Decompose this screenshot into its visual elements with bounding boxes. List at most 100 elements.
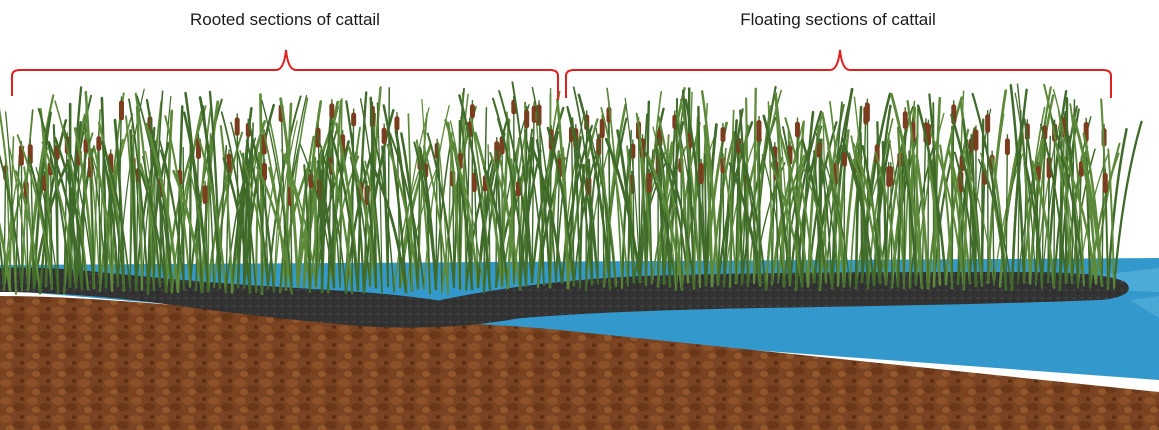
cattail-leaf (230, 121, 257, 293)
cattail-leaf (498, 90, 533, 284)
cattail-leaf (449, 141, 485, 294)
cattail-leaf (1050, 116, 1085, 287)
cattail-leaf (887, 132, 905, 289)
cattail-head (381, 127, 387, 145)
cattail-leaf (54, 100, 89, 291)
cattail-leaf (329, 129, 360, 292)
cattail-leaf (0, 107, 17, 295)
cattail-leaf (929, 131, 965, 291)
cattail-stalk (722, 153, 725, 287)
cattail-leaf (313, 156, 318, 288)
floating-section-bracket (565, 49, 1112, 98)
cattail-stalk (351, 108, 355, 294)
cattail-leaf (280, 149, 317, 288)
cattail-leaf (176, 110, 203, 293)
cattail-leaf (566, 107, 593, 286)
cattail-leaf (315, 130, 347, 294)
cattail-leaf (436, 143, 443, 294)
cattail-leaf (220, 111, 251, 294)
cattail-leaf (872, 104, 892, 287)
cattail-leaf (947, 148, 972, 285)
cattail-leaf (197, 137, 228, 294)
cattail-stalk (531, 101, 535, 283)
cattail-leaf (535, 139, 552, 289)
cattail-leaf (483, 166, 510, 290)
cattail-leaf (1062, 155, 1098, 285)
cattail-stalk (1023, 119, 1029, 283)
cattail-head (469, 104, 475, 119)
cattail-leaf (815, 132, 839, 287)
cattail-leaf (326, 151, 341, 289)
cattail-leaf (643, 149, 677, 291)
cattail-leaf (128, 98, 149, 295)
cattail-head (888, 166, 894, 186)
cattail-leaf (371, 165, 408, 294)
cattail-leaf (944, 128, 970, 286)
cattail-stalk (1059, 112, 1066, 290)
cattail-leaf (556, 98, 570, 290)
cattail-stalk (637, 117, 641, 283)
cattail-head (524, 109, 530, 129)
cattail-leaf (667, 162, 696, 290)
cattail-leaf (777, 127, 810, 288)
cattail-leaf (977, 158, 1013, 291)
cattail-leaf (657, 115, 684, 291)
cattail-leaf (531, 86, 557, 284)
cattail-stalk (866, 98, 869, 289)
cattail-stalk (903, 107, 906, 288)
cattail-leaf (474, 131, 504, 288)
cattail-leaf (413, 141, 437, 290)
cattail-leaf (874, 151, 899, 288)
cattail-leaf (824, 163, 851, 288)
cattail-leaf (1024, 161, 1044, 290)
cattail-leaf (489, 151, 522, 291)
cattail-leaf (279, 97, 300, 288)
cattail-leaf (736, 152, 744, 286)
cattail-leaf (134, 92, 156, 291)
cattail-leaf (801, 138, 828, 284)
cattail-leaf (330, 163, 354, 295)
cattail-stalk (309, 169, 312, 292)
cattail-leaf (602, 103, 627, 288)
cattail-head (646, 172, 652, 193)
cattail-leaf (767, 101, 773, 286)
cattail-stalk (417, 148, 421, 289)
cattail-leaf (435, 134, 453, 290)
cattail-leaf (188, 139, 192, 288)
cattail-stalk (63, 132, 68, 294)
rooted-section-label: Rooted sections of cattail (190, 10, 380, 29)
cattail-leaf (1107, 148, 1115, 289)
cattail-head (1102, 172, 1108, 194)
cattail-leaf (739, 109, 750, 288)
cattail-leaf (426, 132, 455, 288)
cattail-leaf (182, 111, 210, 293)
cattail-leaf (256, 166, 294, 295)
cattail-leaf (359, 98, 383, 293)
cattail-leaf (458, 94, 492, 291)
cattail-stalk (717, 123, 724, 285)
cattail-stalk (991, 150, 995, 286)
cattail-leaf (268, 166, 287, 291)
cattail-leaf (1046, 89, 1068, 284)
cattail-leaf (393, 166, 422, 293)
cattail-stalk (818, 138, 821, 290)
cattail-leaf (728, 162, 762, 287)
cattail-leaf (511, 81, 533, 284)
cattail-leaf (487, 144, 491, 291)
cattail-leaf (64, 134, 95, 289)
cattail-leaf (82, 128, 119, 287)
cattail-stalk (597, 133, 600, 284)
cattail-head (471, 172, 477, 193)
cattail-head (698, 162, 704, 184)
cattail-head (874, 144, 880, 164)
cattail-leaf (782, 126, 803, 288)
cattail-head (1004, 138, 1010, 156)
cattail-stalk (236, 113, 239, 288)
cattail-head (536, 104, 542, 126)
cattail-stalk (135, 164, 139, 291)
cattail-leaf (261, 100, 293, 295)
cattail-leaf (843, 131, 860, 287)
cattail-leaf (247, 121, 276, 293)
cattail-stalk (876, 140, 881, 284)
